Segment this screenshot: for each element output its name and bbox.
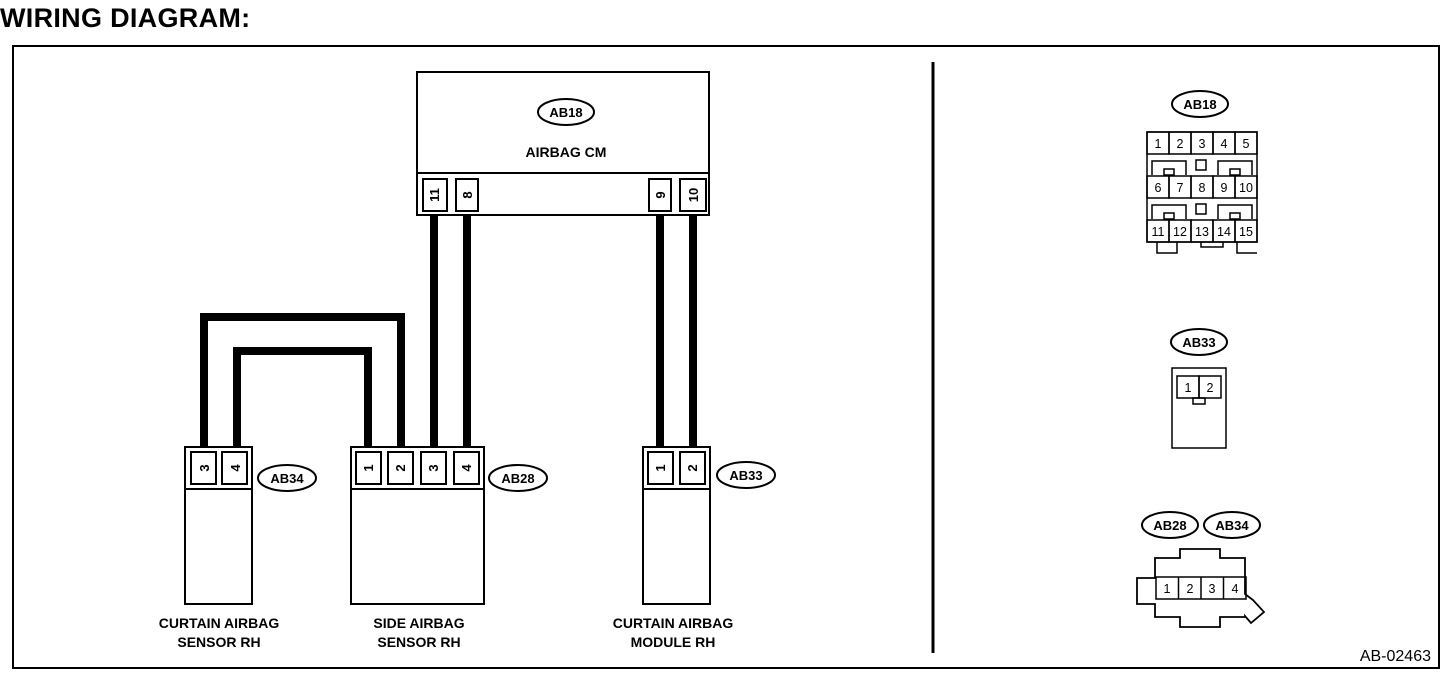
- curtain-airbag-sensor: 3 4 AB34 CURTAIN AIRBAG SENSOR RH: [159, 446, 317, 650]
- ab18-pin-13: 13: [1195, 225, 1209, 239]
- ab18-pin-7: 7: [1177, 181, 1184, 195]
- ab18-pin-14: 14: [1217, 225, 1231, 239]
- side-airbag-sensor: 1 2 3 4 AB28 SIDE AIRBAG SENSOR RH: [350, 446, 548, 650]
- ab28-ab34-pin-2: 2: [1187, 582, 1194, 596]
- ab28-ab34-pin-4: 4: [1232, 582, 1239, 596]
- ab18-pin-3: 3: [1199, 137, 1206, 151]
- ab33-pin-1: 1: [1185, 381, 1192, 395]
- ab18-tag-label: AB18: [549, 105, 582, 120]
- ab28-face-tag-label: AB28: [1153, 518, 1186, 533]
- ab33-pin-2: 2: [1207, 381, 1214, 395]
- ab33-connector-tag: [716, 461, 776, 489]
- wire-curtain3-side2: [200, 313, 405, 448]
- ab18-pin-10: 10: [1239, 181, 1253, 195]
- curtain-module-label-line2: MODULE RH: [631, 634, 716, 650]
- ab18-pin-8: 8: [1199, 181, 1206, 195]
- ab18-face-tag-label: AB18: [1183, 97, 1216, 112]
- ab18-pin-15: 15: [1239, 225, 1253, 239]
- ab34-face-tag-label: AB34: [1215, 518, 1249, 533]
- curtain-sensor-pin-3: 3: [197, 464, 212, 471]
- ab28-connector-tag: [488, 464, 548, 492]
- ab18-face-tag: [1171, 90, 1229, 118]
- airbag-cm-label: AIRBAG CM: [526, 144, 607, 160]
- airbag-cm-module: AB18 AIRBAG CM 11 8 9 10: [416, 71, 710, 216]
- ab33-face-tag: [1170, 328, 1228, 356]
- wire-curtain4-side1: [233, 347, 372, 448]
- ab28-face-tag: [1141, 511, 1199, 539]
- side-sensor-pin-4: 4: [459, 464, 474, 472]
- ab28-tag-label: AB28: [501, 471, 534, 486]
- ab18-connector-tag: [537, 98, 595, 126]
- curtain-sensor-label-line2: SENSOR RH: [177, 634, 260, 650]
- ab33-tag-label: AB33: [729, 468, 762, 483]
- ab34-face-tag: [1203, 511, 1261, 539]
- page-title: WIRING DIAGRAM:: [0, 3, 251, 33]
- ab18-pin-6: 6: [1155, 181, 1162, 195]
- cm-pin-10: 10: [686, 188, 701, 202]
- curtain-module-label-line1: CURTAIN AIRBAG: [613, 615, 734, 631]
- ab34-tag-label: AB34: [270, 471, 304, 486]
- ab33-connector-face: AB33 1 2: [1170, 328, 1228, 449]
- ab28-ab34-pin-3: 3: [1209, 582, 1216, 596]
- cm-pin-9: 9: [653, 191, 668, 198]
- figure-code: AB-02463: [1360, 648, 1431, 665]
- ab18-pin-9: 9: [1221, 181, 1228, 195]
- curtain-airbag-module: 1 2 AB33 CURTAIN AIRBAG MODULE RH: [613, 446, 776, 650]
- ab34-connector-tag: [257, 464, 317, 492]
- side-sensor-label-line2: SENSOR RH: [377, 634, 460, 650]
- curtain-sensor-pin-4: 4: [228, 464, 243, 472]
- ab18-connector-face: AB18: [1146, 90, 1258, 254]
- side-sensor-pin-2: 2: [393, 464, 408, 471]
- ab18-pin-12: 12: [1173, 225, 1187, 239]
- curtain-sensor-label-line1: CURTAIN AIRBAG: [159, 615, 280, 631]
- ab18-pin-2: 2: [1177, 137, 1184, 151]
- ab28-ab34-connector-face: AB28 AB34 1 2 3 4: [1136, 511, 1266, 628]
- ab18-pin-5: 5: [1243, 137, 1250, 151]
- cm-pin-11: 11: [427, 188, 442, 202]
- side-sensor-pin-3: 3: [426, 464, 441, 471]
- ab33-face-tag-label: AB33: [1182, 335, 1215, 350]
- ab18-pin-11: 11: [1152, 225, 1165, 239]
- ab18-pin-1: 1: [1155, 137, 1162, 151]
- ab28-ab34-pin-1: 1: [1164, 582, 1171, 596]
- side-sensor-pin-1: 1: [361, 464, 376, 471]
- curtain-module-pin-2: 2: [685, 464, 700, 471]
- side-sensor-label-line1: SIDE AIRBAG: [373, 615, 464, 631]
- cm-pin-8: 8: [460, 191, 475, 198]
- diagram-frame: [12, 45, 1440, 669]
- ab18-pin-4: 4: [1221, 137, 1228, 151]
- wire-harness: [200, 214, 697, 448]
- curtain-module-pin-1: 1: [653, 464, 668, 471]
